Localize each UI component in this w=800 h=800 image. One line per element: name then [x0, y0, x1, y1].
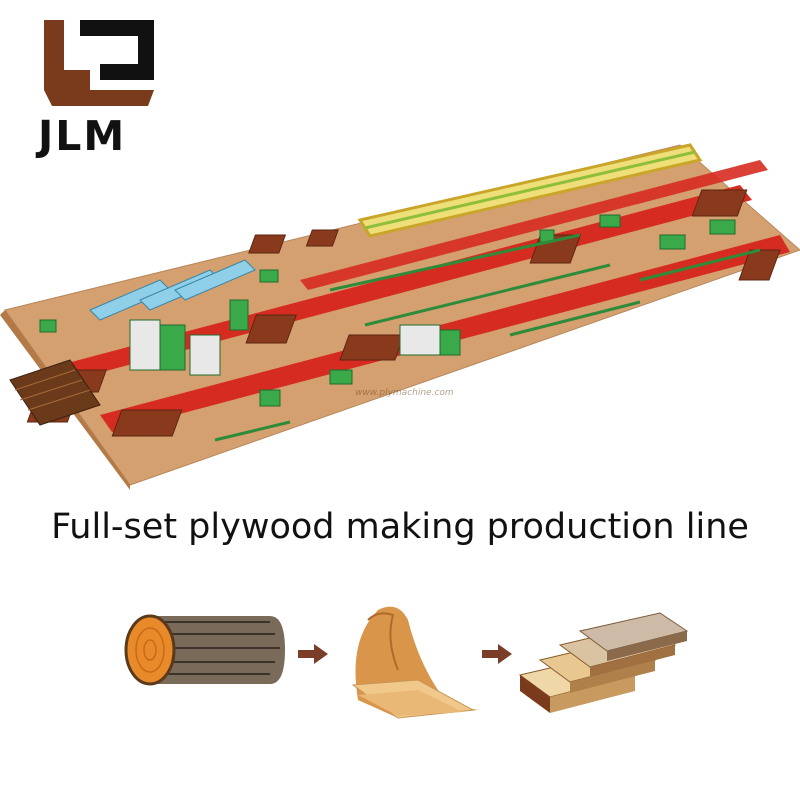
- arrow-icon-2: [482, 644, 512, 664]
- logo-text: JLM: [38, 112, 127, 160]
- conveyor-lines: [214, 233, 761, 442]
- dryer-conveyors: [89, 259, 256, 321]
- watermark: www.plymachine.com: [355, 388, 454, 398]
- plywood-boards-icon: [518, 612, 689, 713]
- log-pile: [9, 359, 101, 426]
- machines: [39, 214, 736, 407]
- jlm-logo: [44, 20, 154, 106]
- production-line-illustration: [0, 143, 800, 490]
- arrow-icon: [298, 644, 328, 664]
- aisle-3: [300, 160, 768, 290]
- press-line: [357, 143, 703, 238]
- caption: Full-set plywood making production line: [51, 507, 749, 547]
- veneer-icon: [351, 606, 478, 719]
- log-icon: [124, 614, 285, 686]
